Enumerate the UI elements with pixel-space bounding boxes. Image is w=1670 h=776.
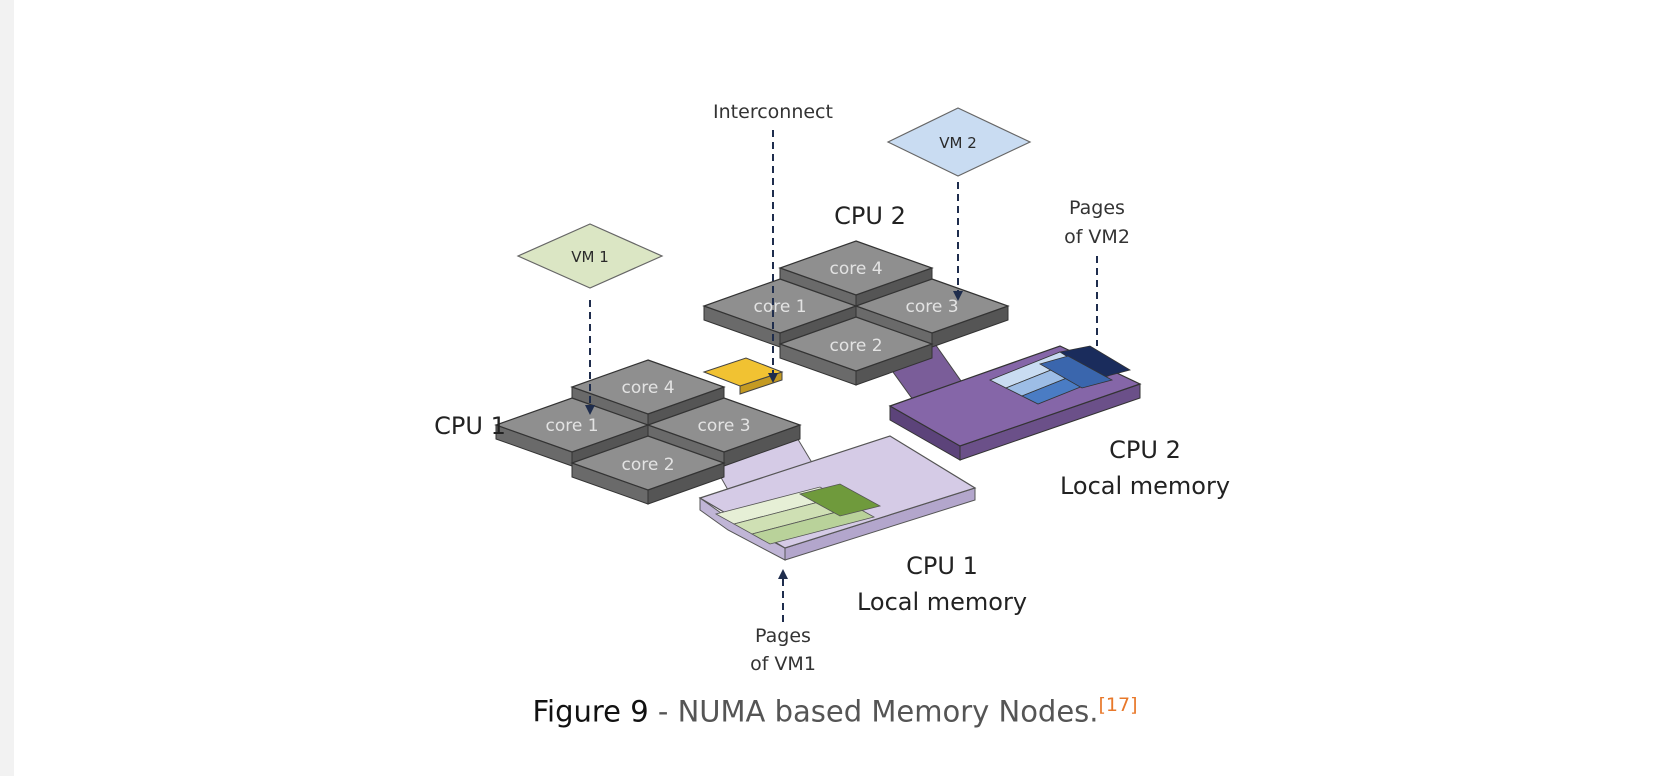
cpu1-label: CPU 1 bbox=[434, 412, 506, 440]
pages-vm2-line2: of VM2 bbox=[1064, 226, 1130, 248]
cpu1-local-memory bbox=[698, 435, 977, 561]
vm2-diamond: VM 2 bbox=[886, 107, 1032, 177]
cpu1-core-3-label: core 3 bbox=[697, 416, 750, 436]
citation-link[interactable]: [17] bbox=[1098, 694, 1138, 716]
vm1-label: VM 1 bbox=[571, 248, 609, 266]
figure-caption-text: - NUMA based Memory Nodes. bbox=[648, 694, 1099, 729]
cpu1-core-2: core 2 bbox=[570, 435, 726, 505]
pages-vm2-line1: Pages bbox=[1069, 197, 1125, 219]
page-margin bbox=[0, 0, 14, 776]
cpu2-core-2-label: core 2 bbox=[829, 336, 882, 356]
cpu1-memory-label-line2: Local memory bbox=[857, 588, 1027, 616]
vm1-diamond: VM 1 bbox=[516, 223, 664, 289]
cpu1-core-4-label: core 4 bbox=[621, 378, 674, 398]
pages-of-vm1-block bbox=[714, 483, 882, 545]
pages-of-vm2-block bbox=[989, 345, 1132, 405]
interconnect-label: Interconnect bbox=[713, 101, 833, 123]
pages-vm1-line1: Pages bbox=[755, 625, 811, 647]
cpu2-core-4-label: core 4 bbox=[829, 259, 882, 279]
cpu1-memory-label-line1: CPU 1 bbox=[906, 552, 978, 580]
cpu2-core-3-label: core 3 bbox=[905, 297, 958, 317]
cpu2-core-3: core 3 bbox=[854, 278, 1010, 348]
cpu2-local-memory bbox=[888, 345, 1142, 461]
cpu2-memory-label-line2: Local memory bbox=[1060, 472, 1230, 500]
cpu2-core-1-label: core 1 bbox=[753, 297, 806, 317]
cpu1-core-3: core 3 bbox=[646, 397, 802, 467]
cpu1-core-1: core 1 bbox=[494, 397, 650, 467]
cpu1-core-1-label: core 1 bbox=[545, 416, 598, 436]
pages-vm1-line2: of VM1 bbox=[750, 653, 816, 675]
cpu2-label: CPU 2 bbox=[834, 202, 906, 230]
figure-caption: Figure 9 - NUMA based Memory Nodes.[17] bbox=[0, 694, 1670, 729]
cpu2-memory-label-line1: CPU 2 bbox=[1109, 436, 1181, 464]
cpu2-cores: core 4 core 1 core 3 core 2 bbox=[702, 240, 1010, 386]
cpu1-core-2-label: core 2 bbox=[621, 455, 674, 475]
figure-number: Figure 9 bbox=[532, 694, 649, 729]
numa-diagram: core 4 core 1 core 3 core 2 core 4 bbox=[434, 101, 1230, 675]
cpu2-core-2: core 2 bbox=[778, 316, 934, 386]
vm2-label: VM 2 bbox=[939, 134, 977, 152]
